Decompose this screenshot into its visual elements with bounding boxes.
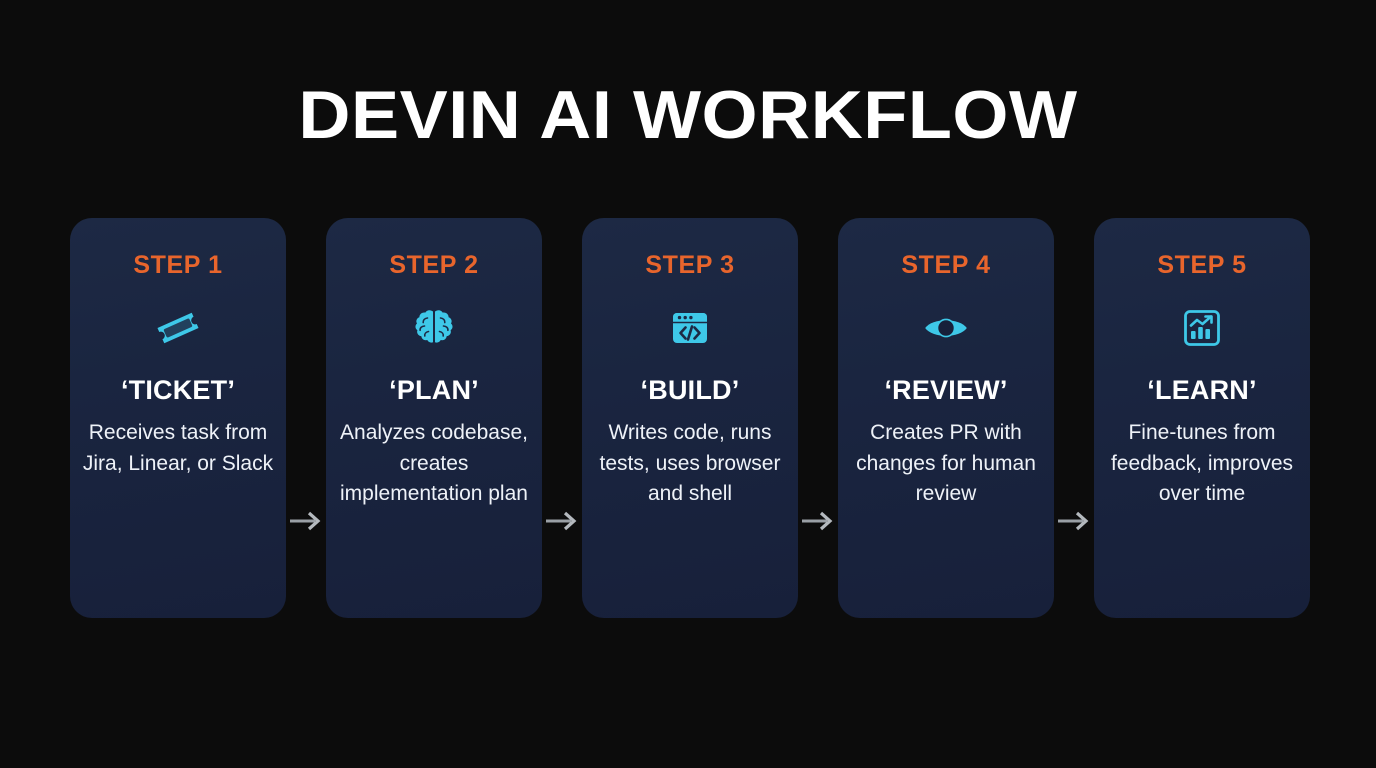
step-label: STEP 5: [1157, 251, 1247, 279]
arrow-right-icon: [286, 218, 326, 618]
step-title: ‘TICKET’: [120, 375, 236, 405]
arrow-right-icon: [542, 218, 582, 618]
ticket-icon: [153, 302, 203, 354]
eye-icon: [921, 302, 971, 354]
step-description: Fine-tunes from feedback, improves over …: [1110, 421, 1294, 505]
step-label: STEP 4: [901, 251, 991, 279]
step-label: STEP 1: [133, 251, 223, 279]
step-label: STEP 3: [645, 251, 735, 279]
code-window-icon: [666, 302, 714, 354]
brain-icon: [410, 302, 458, 354]
step-card-ticket[interactable]: STEP 1 ‘TICKET’ Receives task from Jira,…: [70, 218, 286, 618]
step-title: ‘BUILD’: [640, 375, 740, 405]
step-description: Analyzes codebase, creates implementatio…: [340, 421, 528, 505]
step-card-learn[interactable]: STEP 5 ‘LEARN’ Fine-tunes from feedback,…: [1094, 218, 1310, 618]
step-label: STEP 2: [389, 251, 479, 279]
workflow-steps-row: STEP 1 ‘TICKET’ Receives task from Jira,…: [70, 218, 1310, 620]
step-description: Receives task from Jira, Linear, or Slac…: [82, 421, 274, 475]
step-card-review[interactable]: STEP 4 ‘REVIEW’ Creates PR with changes …: [838, 218, 1054, 618]
arrow-right-icon: [798, 218, 838, 618]
step-card-build[interactable]: STEP 3 ‘BUILD’ Writes code, runs tests, …: [582, 218, 798, 618]
step-title: ‘REVIEW’: [884, 375, 1008, 405]
chart-growth-icon: [1178, 302, 1226, 354]
arrow-right-icon: [1054, 218, 1094, 618]
page-title: DEVIN AI WORKFLOW: [298, 77, 1078, 153]
step-description: Writes code, runs tests, uses browser an…: [599, 421, 781, 505]
step-card-plan[interactable]: STEP 2 ‘PLAN’ Analyzes codebase, creates…: [326, 218, 542, 618]
step-description: Creates PR with changes for human review: [856, 421, 1036, 505]
step-title: ‘LEARN’: [1147, 375, 1257, 405]
step-title: ‘PLAN’: [389, 375, 479, 405]
